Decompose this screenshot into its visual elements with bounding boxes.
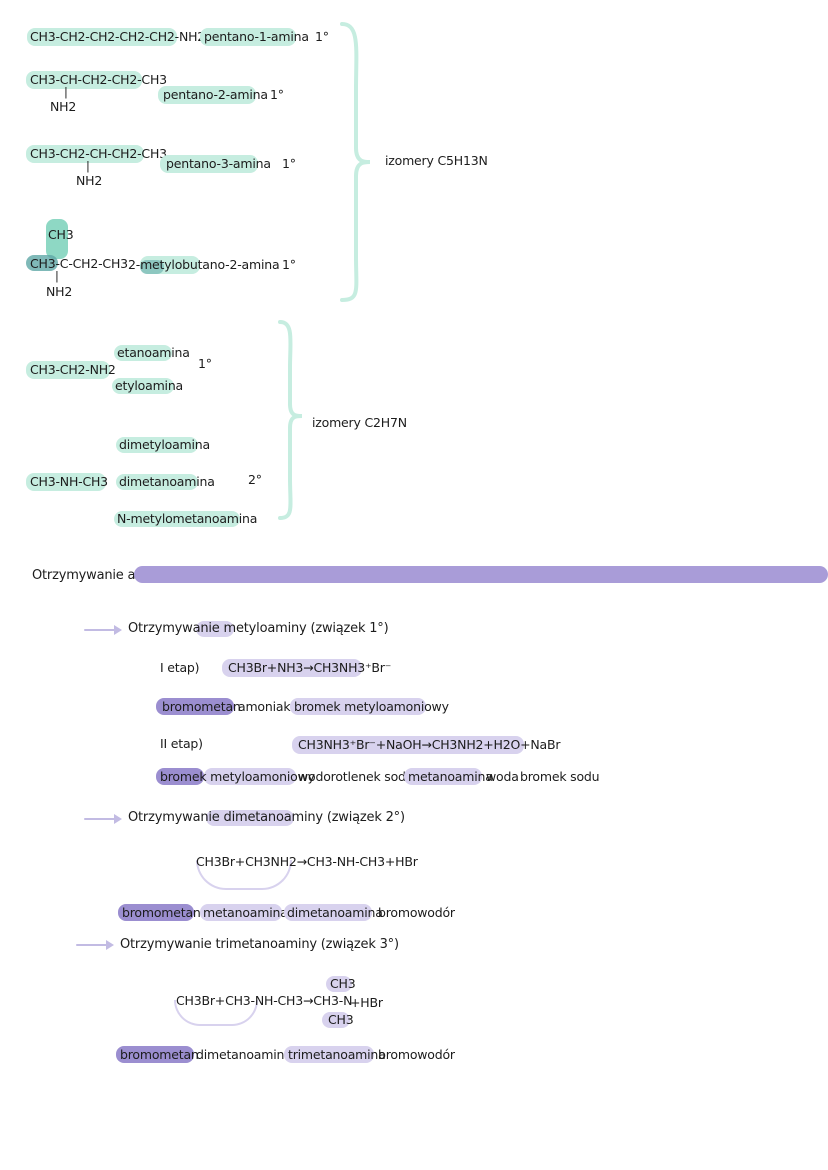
amine-order: 1° bbox=[315, 29, 329, 44]
highlight bbox=[156, 698, 234, 715]
compound-name: bromek metyloamoniowy bbox=[294, 699, 449, 714]
bond-line: | bbox=[86, 159, 90, 173]
highlight bbox=[26, 145, 144, 163]
equation: CH3Br+NH3→CH3NH3⁺Br⁻ bbox=[228, 660, 392, 675]
highlight bbox=[114, 511, 240, 527]
highlight bbox=[206, 810, 294, 826]
highlight bbox=[26, 255, 58, 271]
substituent: CH3 bbox=[330, 976, 356, 991]
highlight bbox=[292, 736, 524, 754]
highlight bbox=[156, 768, 204, 785]
highlight bbox=[46, 219, 68, 259]
formula: CH3-CH-CH2-CH2-CH3 bbox=[30, 72, 167, 87]
highlight bbox=[222, 659, 362, 677]
highlight bbox=[116, 437, 198, 453]
arrow-icon bbox=[76, 940, 114, 950]
highlight bbox=[290, 698, 426, 715]
section-bar bbox=[134, 566, 828, 583]
highlight bbox=[112, 378, 174, 394]
highlight bbox=[114, 345, 172, 361]
subsection-title: Otrzymywanie trimetanoaminy (związek 3°) bbox=[120, 937, 399, 952]
highlight bbox=[204, 768, 296, 785]
highlight bbox=[200, 28, 296, 46]
compound-name: bromowodór bbox=[378, 905, 455, 920]
substituent: NH2 bbox=[76, 173, 103, 188]
highlight bbox=[326, 976, 352, 992]
compound-name: pentano-2-amina bbox=[163, 87, 268, 102]
curly-brace bbox=[278, 320, 303, 520]
bond-line: | bbox=[64, 85, 68, 99]
amine-order: 2° bbox=[248, 472, 262, 487]
compound-name: bromometan bbox=[162, 699, 241, 714]
equation-product: +HBr bbox=[350, 995, 383, 1010]
curly-brace bbox=[340, 22, 371, 302]
step-label: II etap) bbox=[160, 736, 203, 751]
compound-name: pentano-3-amina bbox=[166, 156, 271, 171]
highlight bbox=[140, 260, 164, 274]
compound-name: 2-metylobutano-2-amina bbox=[128, 257, 280, 272]
compound-name: N-metylometanoamina bbox=[117, 511, 258, 526]
highlight bbox=[26, 473, 106, 491]
compound-name: bromek metyloamoniowy bbox=[160, 769, 315, 784]
compound-name: metanoamina bbox=[203, 905, 288, 920]
amine-order: 1° bbox=[198, 356, 212, 371]
compound-name: etyloamina bbox=[115, 378, 184, 393]
compound-name: dimetanoamina bbox=[287, 905, 383, 920]
amine-order: 1° bbox=[282, 156, 296, 171]
subsection-title: Otrzymywanie metyloaminy (związek 1°) bbox=[128, 621, 389, 636]
highlight bbox=[116, 1046, 194, 1063]
compound-name: pentano-1-amina bbox=[204, 29, 309, 44]
formula: CH3-CH2-CH-CH2-CH3 bbox=[30, 146, 167, 161]
highlight bbox=[404, 768, 482, 785]
compound-name: dimetanoamina bbox=[196, 1047, 292, 1062]
subsection-title: Otrzymywanie dimetanoaminy (związek 2°) bbox=[128, 810, 405, 825]
highlight bbox=[26, 361, 110, 379]
compound-name: etanoamina bbox=[117, 345, 190, 360]
step-label: I etap) bbox=[160, 660, 200, 675]
compound-name: trimetanoamina bbox=[288, 1047, 386, 1062]
compound-name: bromowodór bbox=[378, 1047, 455, 1062]
highlight bbox=[284, 1046, 374, 1063]
compound-name: bromometan bbox=[122, 905, 201, 920]
highlight bbox=[26, 71, 142, 89]
arrow-icon bbox=[84, 625, 122, 635]
highlight bbox=[116, 474, 198, 490]
highlight bbox=[322, 1012, 350, 1028]
isomer-label: izomery C5H13N bbox=[385, 153, 488, 168]
highlight bbox=[160, 155, 258, 173]
equation: CH3Br+CH3-NH-CH3→CH3-N bbox=[176, 993, 353, 1008]
compound-name: bromometan bbox=[120, 1047, 199, 1062]
isomer-label: izomery C2H7N bbox=[312, 415, 407, 430]
compound-name: woda bbox=[486, 769, 519, 784]
formula: CH3-C-CH2-CH3 bbox=[30, 256, 128, 271]
bond-line: | bbox=[55, 269, 59, 283]
arrow-icon bbox=[84, 814, 122, 824]
section-title: Otrzymywanie amin bbox=[32, 568, 160, 583]
formula: CH3-CH2-NH2 bbox=[30, 362, 116, 377]
highlight bbox=[200, 904, 282, 921]
substituent: NH2 bbox=[46, 284, 73, 299]
highlight bbox=[118, 904, 194, 921]
formula: CH3-CH2-CH2-CH2-CH2-NH2 bbox=[30, 29, 206, 44]
substituent: CH3 bbox=[328, 1012, 354, 1027]
compound-name: dimetyloamina bbox=[119, 437, 210, 452]
amine-order: 1° bbox=[270, 87, 284, 102]
substituent: CH3 bbox=[48, 227, 74, 242]
compound-name: wodorotlenek sodu bbox=[298, 769, 414, 784]
formula: CH3-NH-CH3 bbox=[30, 474, 108, 489]
highlight bbox=[284, 904, 372, 921]
compound-name: bromek sodu bbox=[520, 769, 600, 784]
highlight bbox=[158, 86, 256, 104]
compound-name: dimetanoamina bbox=[119, 474, 215, 489]
equation: CH3NH3⁺Br⁻+NaOH→CH3NH2+H2O+NaBr bbox=[298, 737, 561, 752]
amine-order: 1° bbox=[282, 257, 296, 272]
compound-name: amoniak bbox=[238, 699, 291, 714]
equation: CH3Br+CH3NH2→CH3-NH-CH3+HBr bbox=[196, 854, 418, 869]
highlight bbox=[27, 28, 177, 46]
compound-name: metanoamina bbox=[408, 769, 493, 784]
highlight bbox=[196, 621, 234, 637]
substituent: NH2 bbox=[50, 99, 77, 114]
